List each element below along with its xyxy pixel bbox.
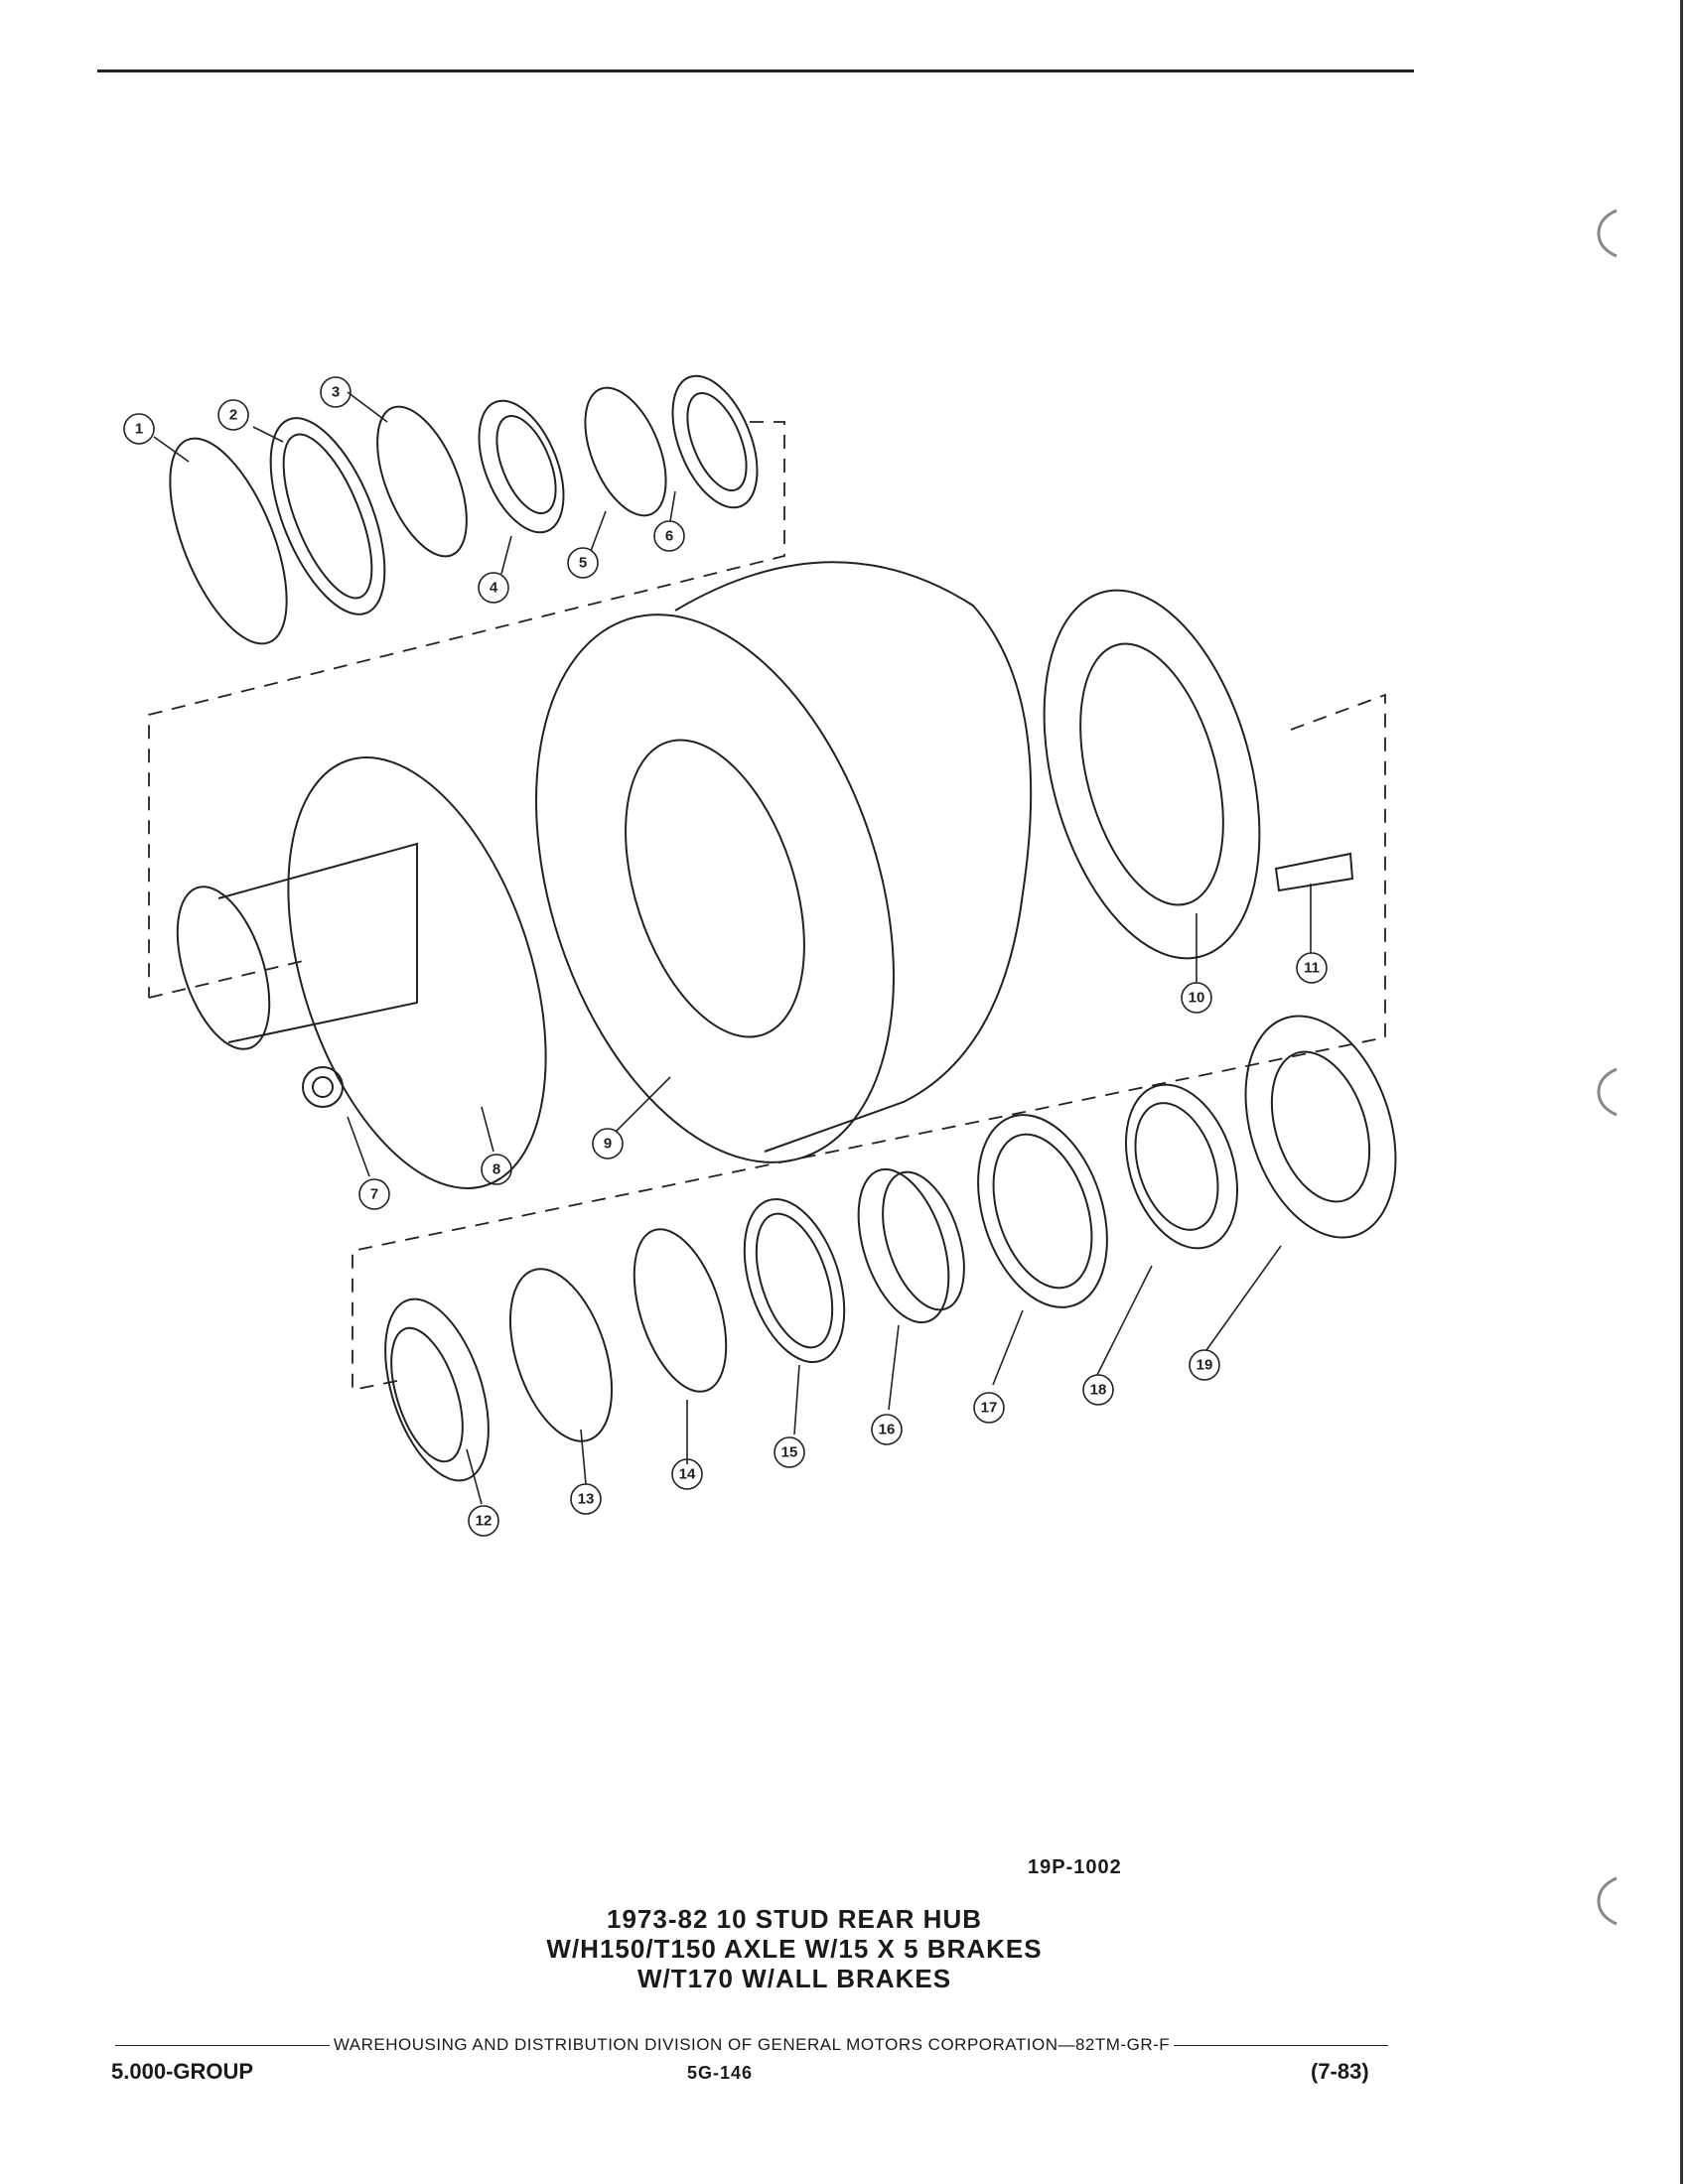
callout-18: 18 xyxy=(1090,1382,1107,1399)
callout-19: 19 xyxy=(1197,1357,1213,1374)
part-10-flange xyxy=(1043,589,1261,960)
footer-rule-left xyxy=(115,2044,330,2046)
callout-14: 14 xyxy=(679,1466,696,1483)
part-15-bearing-cup xyxy=(743,1197,846,1364)
top-rule xyxy=(97,69,1414,72)
callout-9: 9 xyxy=(604,1136,612,1153)
binder-hole-icon xyxy=(1597,1876,1618,1926)
callout-16: 16 xyxy=(879,1422,896,1438)
page-edge xyxy=(1680,0,1683,2184)
callout-15: 15 xyxy=(781,1444,798,1461)
part-2-gasket xyxy=(269,417,386,615)
callout-7: 7 xyxy=(370,1186,378,1203)
part-6-nut xyxy=(671,374,759,509)
callout-12: 12 xyxy=(476,1513,493,1530)
callout-6: 6 xyxy=(665,528,673,545)
callout-circles xyxy=(123,376,1328,1537)
caption-line-2: W/H150/T150 AXLE W/15 X 5 BRAKES xyxy=(546,1934,1043,1964)
binder-hole-icon xyxy=(1597,1067,1618,1117)
figure-number: 19P-1002 xyxy=(1028,1856,1122,1878)
part-4-adjusting-nut xyxy=(478,399,565,534)
footer-page-number: 5G-146 xyxy=(687,2063,754,2083)
footer-publisher-text: WAREHOUSING AND DISTRIBUTION DIVISION OF… xyxy=(333,2035,1171,2054)
callout-8: 8 xyxy=(493,1161,500,1178)
callout-17: 17 xyxy=(981,1400,998,1417)
caption-line-3: W/T170 W/ALL BRAKES xyxy=(636,1964,952,1993)
figure-caption: 1973-82 10 STUD REAR HUB W/H150/T150 AXL… xyxy=(298,1904,1291,1993)
assembly-guide-lines xyxy=(148,421,1386,1392)
leader-lines xyxy=(153,391,1312,1505)
callout-3: 3 xyxy=(332,384,340,401)
footer-rule-right xyxy=(1174,2044,1388,2046)
part-9-brake-drum xyxy=(535,561,1033,1163)
caption-line-1: 1973-82 10 STUD REAR HUB xyxy=(606,1904,982,1934)
part-3-snap-ring xyxy=(376,405,468,558)
callout-1: 1 xyxy=(135,421,143,438)
part-14-retaining-ring xyxy=(633,1228,728,1393)
part-12-bearing-cone xyxy=(384,1297,490,1482)
part-11-stud xyxy=(1274,852,1354,892)
part-19-deflector xyxy=(1244,1015,1397,1239)
footer-date: (7-83) xyxy=(1311,2059,1369,2084)
callout-4: 4 xyxy=(490,580,498,597)
binder-hole-icon xyxy=(1597,208,1618,258)
part-13-bearing-cup xyxy=(508,1268,614,1442)
part-16-bearing-cone xyxy=(857,1167,965,1324)
footer-publisher-line: WAREHOUSING AND DISTRIBUTION DIVISION OF… xyxy=(111,2035,1392,2055)
callout-10: 10 xyxy=(1189,990,1205,1007)
part-17-oil-seal xyxy=(977,1114,1108,1308)
part-8-hub xyxy=(176,756,547,1189)
callout-13: 13 xyxy=(578,1491,595,1508)
callout-11: 11 xyxy=(1304,960,1320,977)
part-5-lock-washer xyxy=(584,386,667,517)
part-1-cover-plate xyxy=(169,437,288,645)
footer-group: 5.000-GROUP xyxy=(111,2059,254,2084)
part-18-wear-ring xyxy=(1125,1083,1238,1250)
callout-5: 5 xyxy=(579,555,587,572)
callout-2: 2 xyxy=(229,407,237,424)
part-7-wheel-nut xyxy=(302,1066,344,1108)
